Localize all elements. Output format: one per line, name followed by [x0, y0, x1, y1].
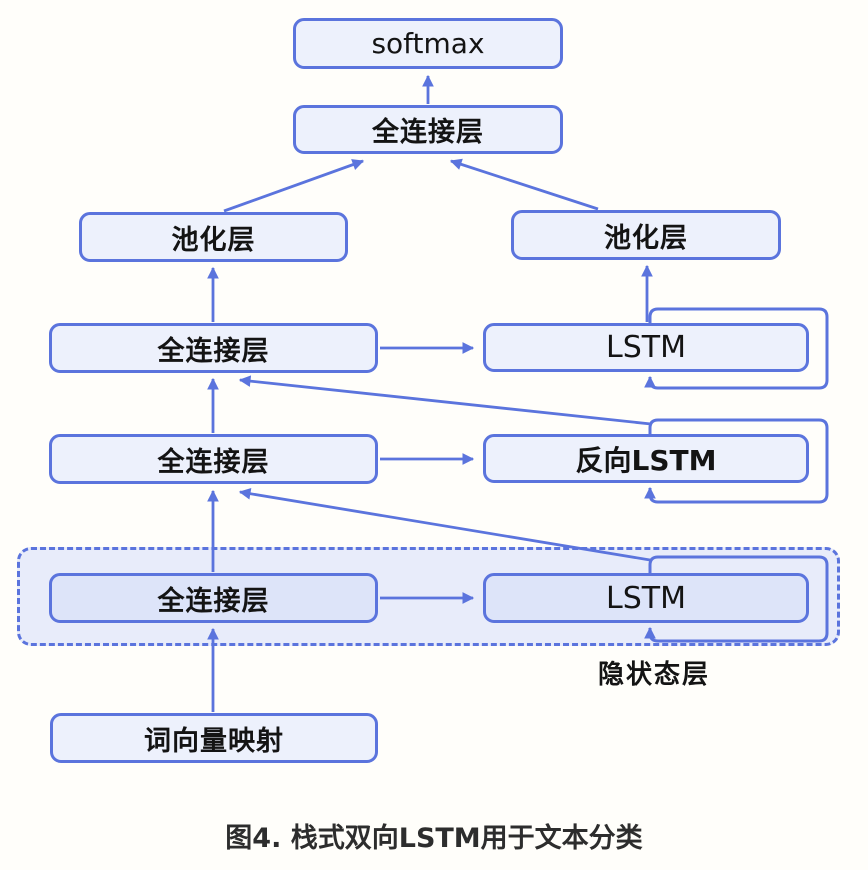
figure-caption: 图4. 栈式双向LSTM用于文本分类	[225, 823, 643, 854]
hidden-state-layer-label: 隐状态层	[598, 660, 711, 690]
arrow-poolleft-fctop	[223, 159, 365, 213]
node-pool-right: 池化层	[511, 210, 781, 260]
node-fc-top: 全连接层	[293, 105, 563, 154]
node-lstm-hidden: LSTM	[483, 573, 809, 623]
recurrent-loop-lstm-upper	[644, 307, 829, 390]
arrow-backwardlstm-fcupper	[238, 375, 652, 426]
node-softmax: softmax	[293, 18, 563, 69]
node-pool-left: 池化层	[79, 212, 348, 262]
node-fc-hidden: 全连接层	[49, 573, 378, 623]
node-lstm-upper: LSTM	[483, 323, 809, 372]
recurrent-loop-lstm-hidden	[644, 555, 829, 643]
arrow-poolright-fctop	[449, 158, 599, 211]
node-fc-upper: 全连接层	[49, 323, 378, 373]
node-word-embedding: 词向量映射	[50, 713, 378, 763]
node-fc-mid: 全连接层	[49, 434, 378, 484]
recurrent-loop-backward-lstm	[644, 418, 829, 504]
node-backward-lstm: 反向LSTM	[483, 434, 809, 483]
arrow-lstmhidden-fcmid	[238, 487, 651, 562]
